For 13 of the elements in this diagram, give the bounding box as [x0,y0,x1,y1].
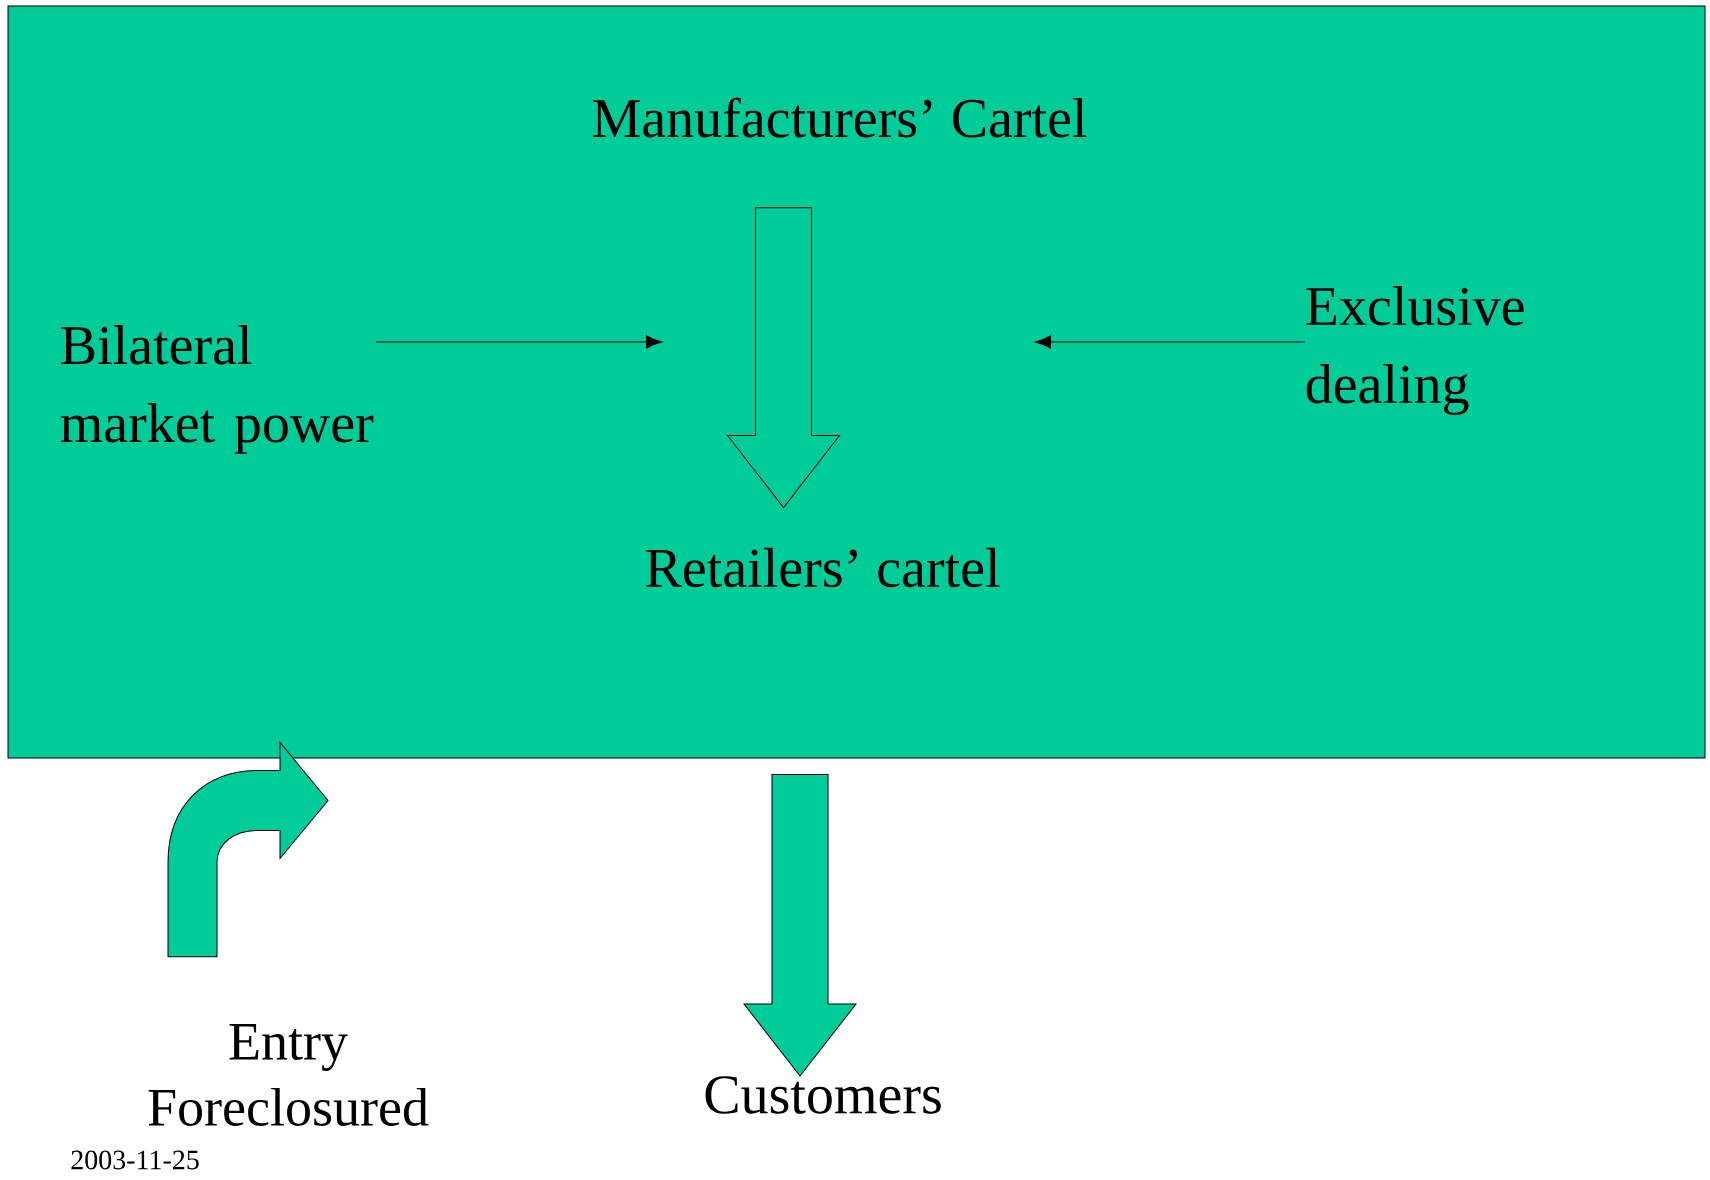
node-label: Bilateral market power [60,325,374,454]
node-label: Entry Foreclosured [148,1024,429,1126]
block-arrow [727,207,840,509]
node-label: Manufacturers’ Cartel [593,97,1087,138]
node-label: Exclusive dealing [1306,286,1524,415]
node-label: Customers [705,1076,941,1114]
arrow [375,335,663,349]
node-label: Retailers’ cartel [646,547,1000,588]
block-arrow [743,774,857,1077]
date-label: 2003-11-25 [71,1150,199,1170]
curved-arrow [167,742,329,958]
arrow [1034,335,1306,349]
panel-box [7,5,1706,759]
